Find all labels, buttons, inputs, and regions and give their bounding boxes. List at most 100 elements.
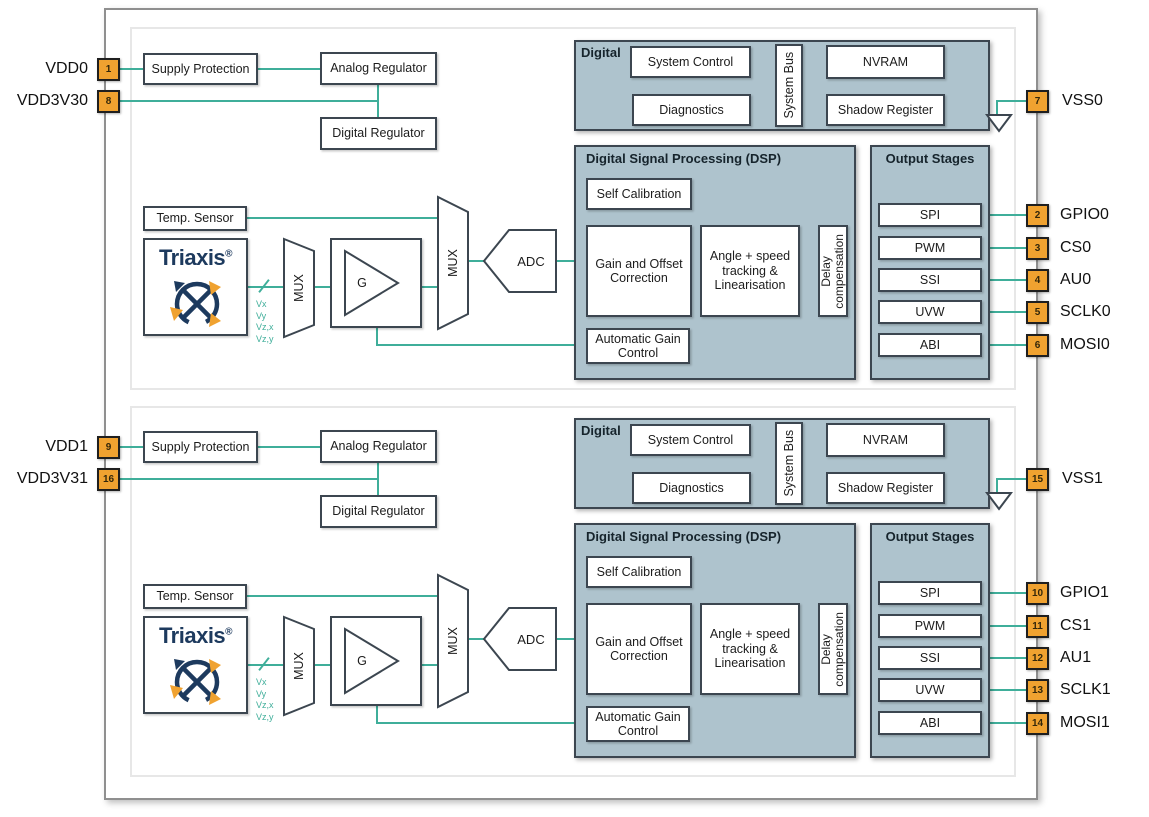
pin-io: 6 (1026, 334, 1049, 357)
supply-protection-box: Supply Protection (143, 53, 258, 85)
wire (247, 217, 441, 219)
wire (315, 286, 332, 288)
wire (982, 657, 1026, 659)
gain-label: G (357, 275, 367, 290)
wire (982, 625, 1026, 627)
pin-label-io: AU0 (1060, 271, 1092, 288)
pin-vdd3v3: 16 (97, 468, 120, 491)
pin-label-io: SCLK1 (1060, 681, 1111, 698)
agc-box: Automatic Gain Control (586, 706, 690, 742)
ground-icon (985, 114, 1013, 133)
mode-uvw-box: UVW (878, 678, 982, 702)
pin-io: 14 (1026, 712, 1049, 735)
triaxis-logo-icon (170, 659, 221, 705)
wire (982, 247, 1026, 249)
ground-icon (985, 492, 1013, 511)
mode-pwm-box: PWM (878, 614, 982, 638)
pin-label-io: GPIO1 (1060, 584, 1109, 601)
diagnostics-box: Diagnostics (632, 94, 751, 126)
mode-spi-box: SPI (878, 203, 982, 227)
wire (258, 446, 320, 448)
nvram-box: NVRAM (826, 423, 945, 457)
mux1-shape (283, 615, 315, 717)
wire (982, 344, 1026, 346)
mode-ssi-box: SSI (878, 646, 982, 670)
signal-labels: Vx Vy Vz,x Vz,y (256, 299, 274, 345)
pin-vdd: 9 (97, 436, 120, 459)
output-stages-title: Output Stages (885, 151, 975, 166)
pin-io: 2 (1026, 204, 1049, 227)
triaxis-brand: Triaxis® (158, 245, 233, 270)
self-calibration-box: Self Calibration (586, 556, 692, 588)
shadow-register-box: Shadow Register (826, 472, 945, 504)
pin-io: 5 (1026, 301, 1049, 324)
wire (556, 638, 587, 640)
digital-regulator-box: Digital Regulator (320, 117, 437, 150)
wire (468, 638, 485, 640)
pin-label-io: MOSI1 (1060, 714, 1110, 731)
mux1-shape (283, 237, 315, 339)
wire (421, 286, 438, 288)
pin-label-vdd: VDD1 (45, 438, 88, 455)
wire (120, 68, 144, 70)
wire (982, 689, 1026, 691)
mux2-shape (437, 195, 469, 331)
wire (120, 100, 379, 102)
wire (376, 706, 378, 724)
pin-label-io: CS1 (1060, 617, 1092, 634)
wire (997, 478, 1026, 480)
shadow-register-box: Shadow Register (826, 94, 945, 126)
signal-labels: Vx Vy Vz,x Vz,y (256, 677, 274, 723)
system-bus-box: System Bus (775, 422, 803, 505)
pin-label-vss: VSS1 (1062, 470, 1103, 487)
pin-label-io: CS0 (1060, 239, 1092, 256)
wire (376, 328, 378, 346)
wire (982, 214, 1026, 216)
pin-vdd3v3: 8 (97, 90, 120, 113)
pin-vss: 15 (1026, 468, 1049, 491)
wire (556, 260, 587, 262)
digital-title: Digital (581, 423, 621, 438)
mode-spi-box: SPI (878, 581, 982, 605)
supply-protection-box: Supply Protection (143, 431, 258, 463)
pin-label-vdd: VDD0 (45, 60, 88, 77)
wire (377, 85, 379, 117)
pin-io: 3 (1026, 237, 1049, 260)
wire (421, 664, 438, 666)
wire (997, 100, 1026, 102)
amp-triangle-icon (344, 249, 400, 317)
gain-amp-box: G (330, 616, 422, 706)
angle-tracking-box: Angle + speed tracking & Linearisation (700, 603, 800, 695)
mux2-shape (437, 573, 469, 709)
self-calibration-box: Self Calibration (586, 178, 692, 210)
wire (996, 100, 998, 115)
pin-vss: 7 (1026, 90, 1049, 113)
digital-regulator-box: Digital Regulator (320, 495, 437, 528)
system-control-box: System Control (630, 424, 751, 456)
mode-uvw-box: UVW (878, 300, 982, 324)
pin-io: 12 (1026, 647, 1049, 670)
angle-tracking-box: Angle + speed tracking & Linearisation (700, 225, 800, 317)
die-outline (130, 27, 1016, 390)
mode-abi-box: ABI (878, 711, 982, 735)
wire (377, 463, 379, 495)
wire (377, 722, 587, 724)
wire (377, 344, 587, 346)
mux1-label: MUX (292, 652, 306, 680)
adc-label: ADC (517, 253, 545, 269)
mux2-label: MUX (446, 249, 460, 277)
agc-box: Automatic Gain Control (586, 328, 690, 364)
gain-amp-box: G (330, 238, 422, 328)
pin-vdd: 1 (97, 58, 120, 81)
triaxis-logo-icon (170, 281, 221, 327)
wire (996, 478, 998, 493)
die-0: VDD0 1 VDD3V30 8 Supply Protection Analo… (0, 0, 1149, 400)
wire (468, 260, 485, 262)
pin-io: 10 (1026, 582, 1049, 605)
dsp-title: Digital Signal Processing (DSP) (586, 151, 782, 166)
output-stages-title: Output Stages (885, 529, 975, 544)
wire (120, 478, 379, 480)
die-1: VDD1 9 VDD3V31 16 Supply Protection Anal… (0, 378, 1149, 778)
triaxis-brand: Triaxis® (158, 623, 233, 648)
